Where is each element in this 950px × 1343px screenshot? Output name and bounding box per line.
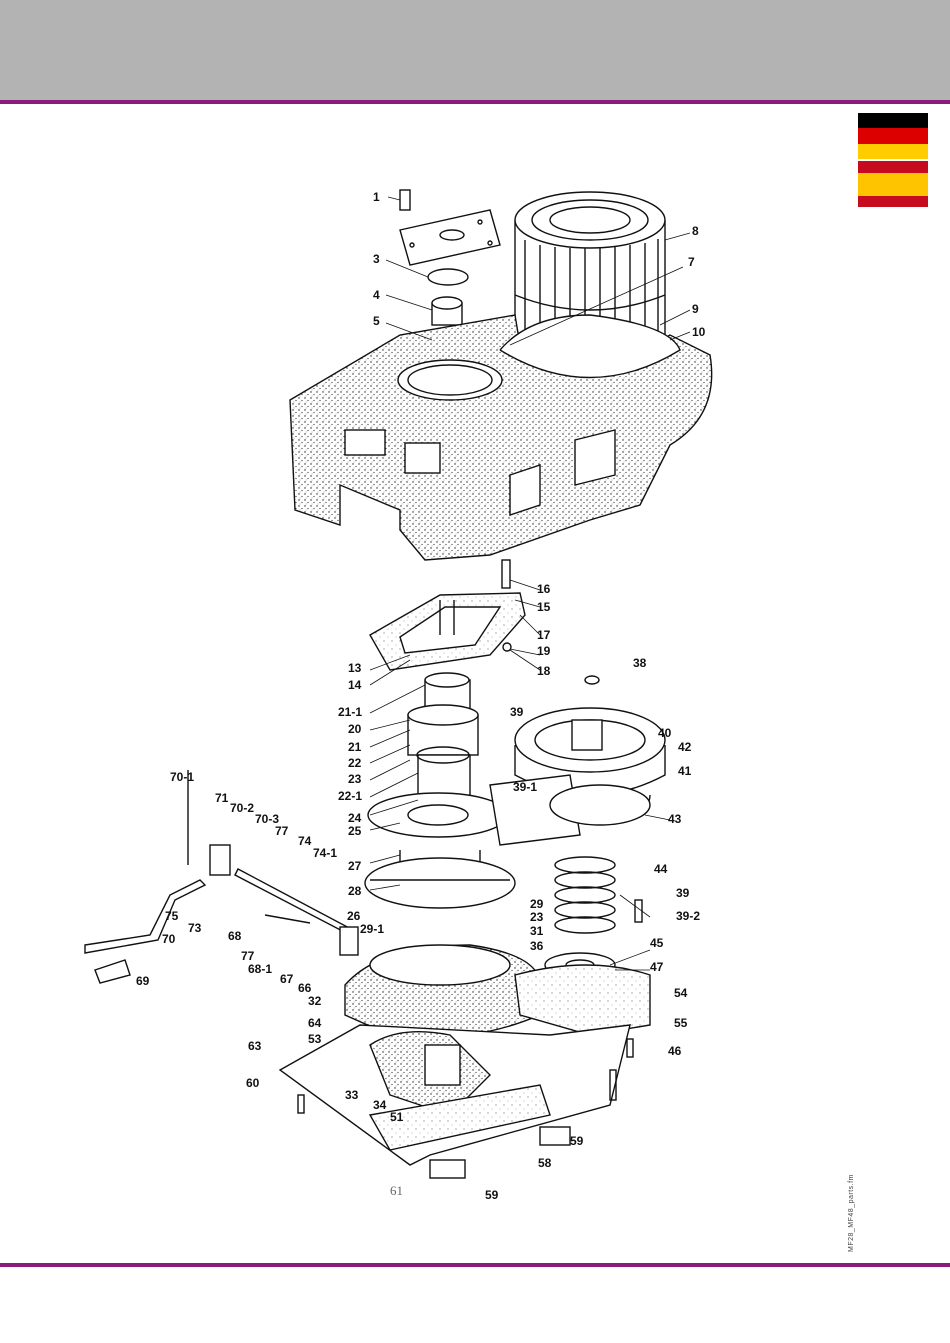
label-66: 66 [298, 981, 312, 995]
label-46: 46 [668, 1044, 682, 1058]
germany-flag[interactable] [858, 113, 928, 159]
label-17: 17 [537, 628, 551, 642]
header-band [0, 0, 950, 100]
file-id: MF28_MF48_parts.fm [848, 1174, 855, 1252]
label-39-top: 39 [510, 705, 524, 719]
label-47: 47 [650, 960, 664, 974]
label-16: 16 [537, 582, 551, 596]
label-39-1: 39-1 [513, 780, 537, 794]
label-60: 60 [246, 1076, 260, 1090]
lower-housing [280, 945, 650, 1165]
label-5: 5 [373, 314, 380, 328]
spindle-plate [370, 560, 525, 670]
label-26: 26 [347, 909, 361, 923]
label-59-bottom: 59 [485, 1188, 499, 1202]
label-29: 29 [530, 897, 544, 911]
label-20: 20 [348, 722, 362, 736]
label-33: 33 [345, 1088, 359, 1102]
label-32: 32 [308, 994, 322, 1008]
label-43: 43 [668, 812, 682, 826]
label-74: 74 [298, 834, 312, 848]
flag-stripe-red-bottom [858, 196, 928, 208]
label-24: 24 [348, 811, 362, 825]
label-69: 69 [136, 974, 150, 988]
label-51: 51 [390, 1110, 404, 1124]
flag-stripe-gold [858, 144, 928, 159]
label-77-top: 77 [275, 824, 289, 838]
flag-stripe-red-top [858, 161, 928, 173]
exploded-parts-diagram: 1 3 4 5 7 8 9 10 16 15 17 19 18 13 14 38… [70, 175, 770, 1215]
label-67: 67 [280, 972, 294, 986]
label-77-bottom: 77 [241, 949, 255, 963]
label-40: 40 [658, 726, 672, 740]
label-39-2: 39-2 [676, 909, 700, 923]
label-75: 75 [165, 909, 179, 923]
label-42: 42 [678, 740, 692, 754]
label-28: 28 [348, 884, 362, 898]
label-29-1: 29-1 [360, 922, 384, 936]
spain-flag[interactable] [858, 161, 928, 207]
label-59-right: 59 [570, 1134, 584, 1148]
label-39-right: 39 [676, 886, 690, 900]
label-45: 45 [650, 936, 664, 950]
label-70-1: 70-1 [170, 770, 194, 784]
label-68-1: 68-1 [248, 962, 272, 976]
flag-stripe-yellow [858, 173, 928, 196]
label-41: 41 [678, 764, 692, 778]
flag-stripe-black [858, 113, 928, 128]
header-rule [0, 100, 950, 104]
label-53: 53 [308, 1032, 322, 1046]
label-22-1: 22-1 [338, 789, 362, 803]
label-19: 19 [537, 644, 551, 658]
label-8: 8 [692, 224, 699, 238]
label-64: 64 [308, 1016, 322, 1030]
label-25: 25 [348, 824, 362, 838]
label-70: 70 [162, 932, 176, 946]
label-55: 55 [674, 1016, 688, 1030]
label-18: 18 [537, 664, 551, 678]
label-21-1: 21-1 [338, 705, 362, 719]
label-58: 58 [538, 1156, 552, 1170]
spring [555, 857, 615, 933]
label-36: 36 [530, 939, 544, 953]
label-74-1: 74-1 [313, 846, 337, 860]
label-68: 68 [228, 929, 242, 943]
label-23-lower: 23 [530, 910, 544, 924]
label-27: 27 [348, 859, 362, 873]
head-housing [290, 315, 712, 560]
label-70-2: 70-2 [230, 801, 254, 815]
label-15: 15 [537, 600, 551, 614]
label-13: 13 [348, 661, 362, 675]
label-31: 31 [530, 924, 544, 938]
label-38: 38 [633, 656, 647, 670]
label-34: 34 [373, 1098, 387, 1112]
label-44: 44 [654, 862, 668, 876]
label-1: 1 [373, 190, 380, 204]
label-3: 3 [373, 252, 380, 266]
label-10: 10 [692, 325, 706, 339]
label-22: 22 [348, 756, 362, 770]
footer-rule [0, 1263, 950, 1267]
label-23: 23 [348, 772, 362, 786]
label-73: 73 [188, 921, 202, 935]
flag-stripe-red [858, 128, 928, 143]
label-21: 21 [348, 740, 362, 754]
belt-pulley [490, 708, 665, 845]
label-4: 4 [373, 288, 380, 302]
label-14: 14 [348, 678, 362, 692]
label-9: 9 [692, 302, 699, 316]
label-63: 63 [248, 1039, 262, 1053]
label-71: 71 [215, 791, 229, 805]
label-54: 54 [674, 986, 688, 1000]
label-7: 7 [688, 255, 695, 269]
label-61: 61 [390, 1183, 403, 1198]
